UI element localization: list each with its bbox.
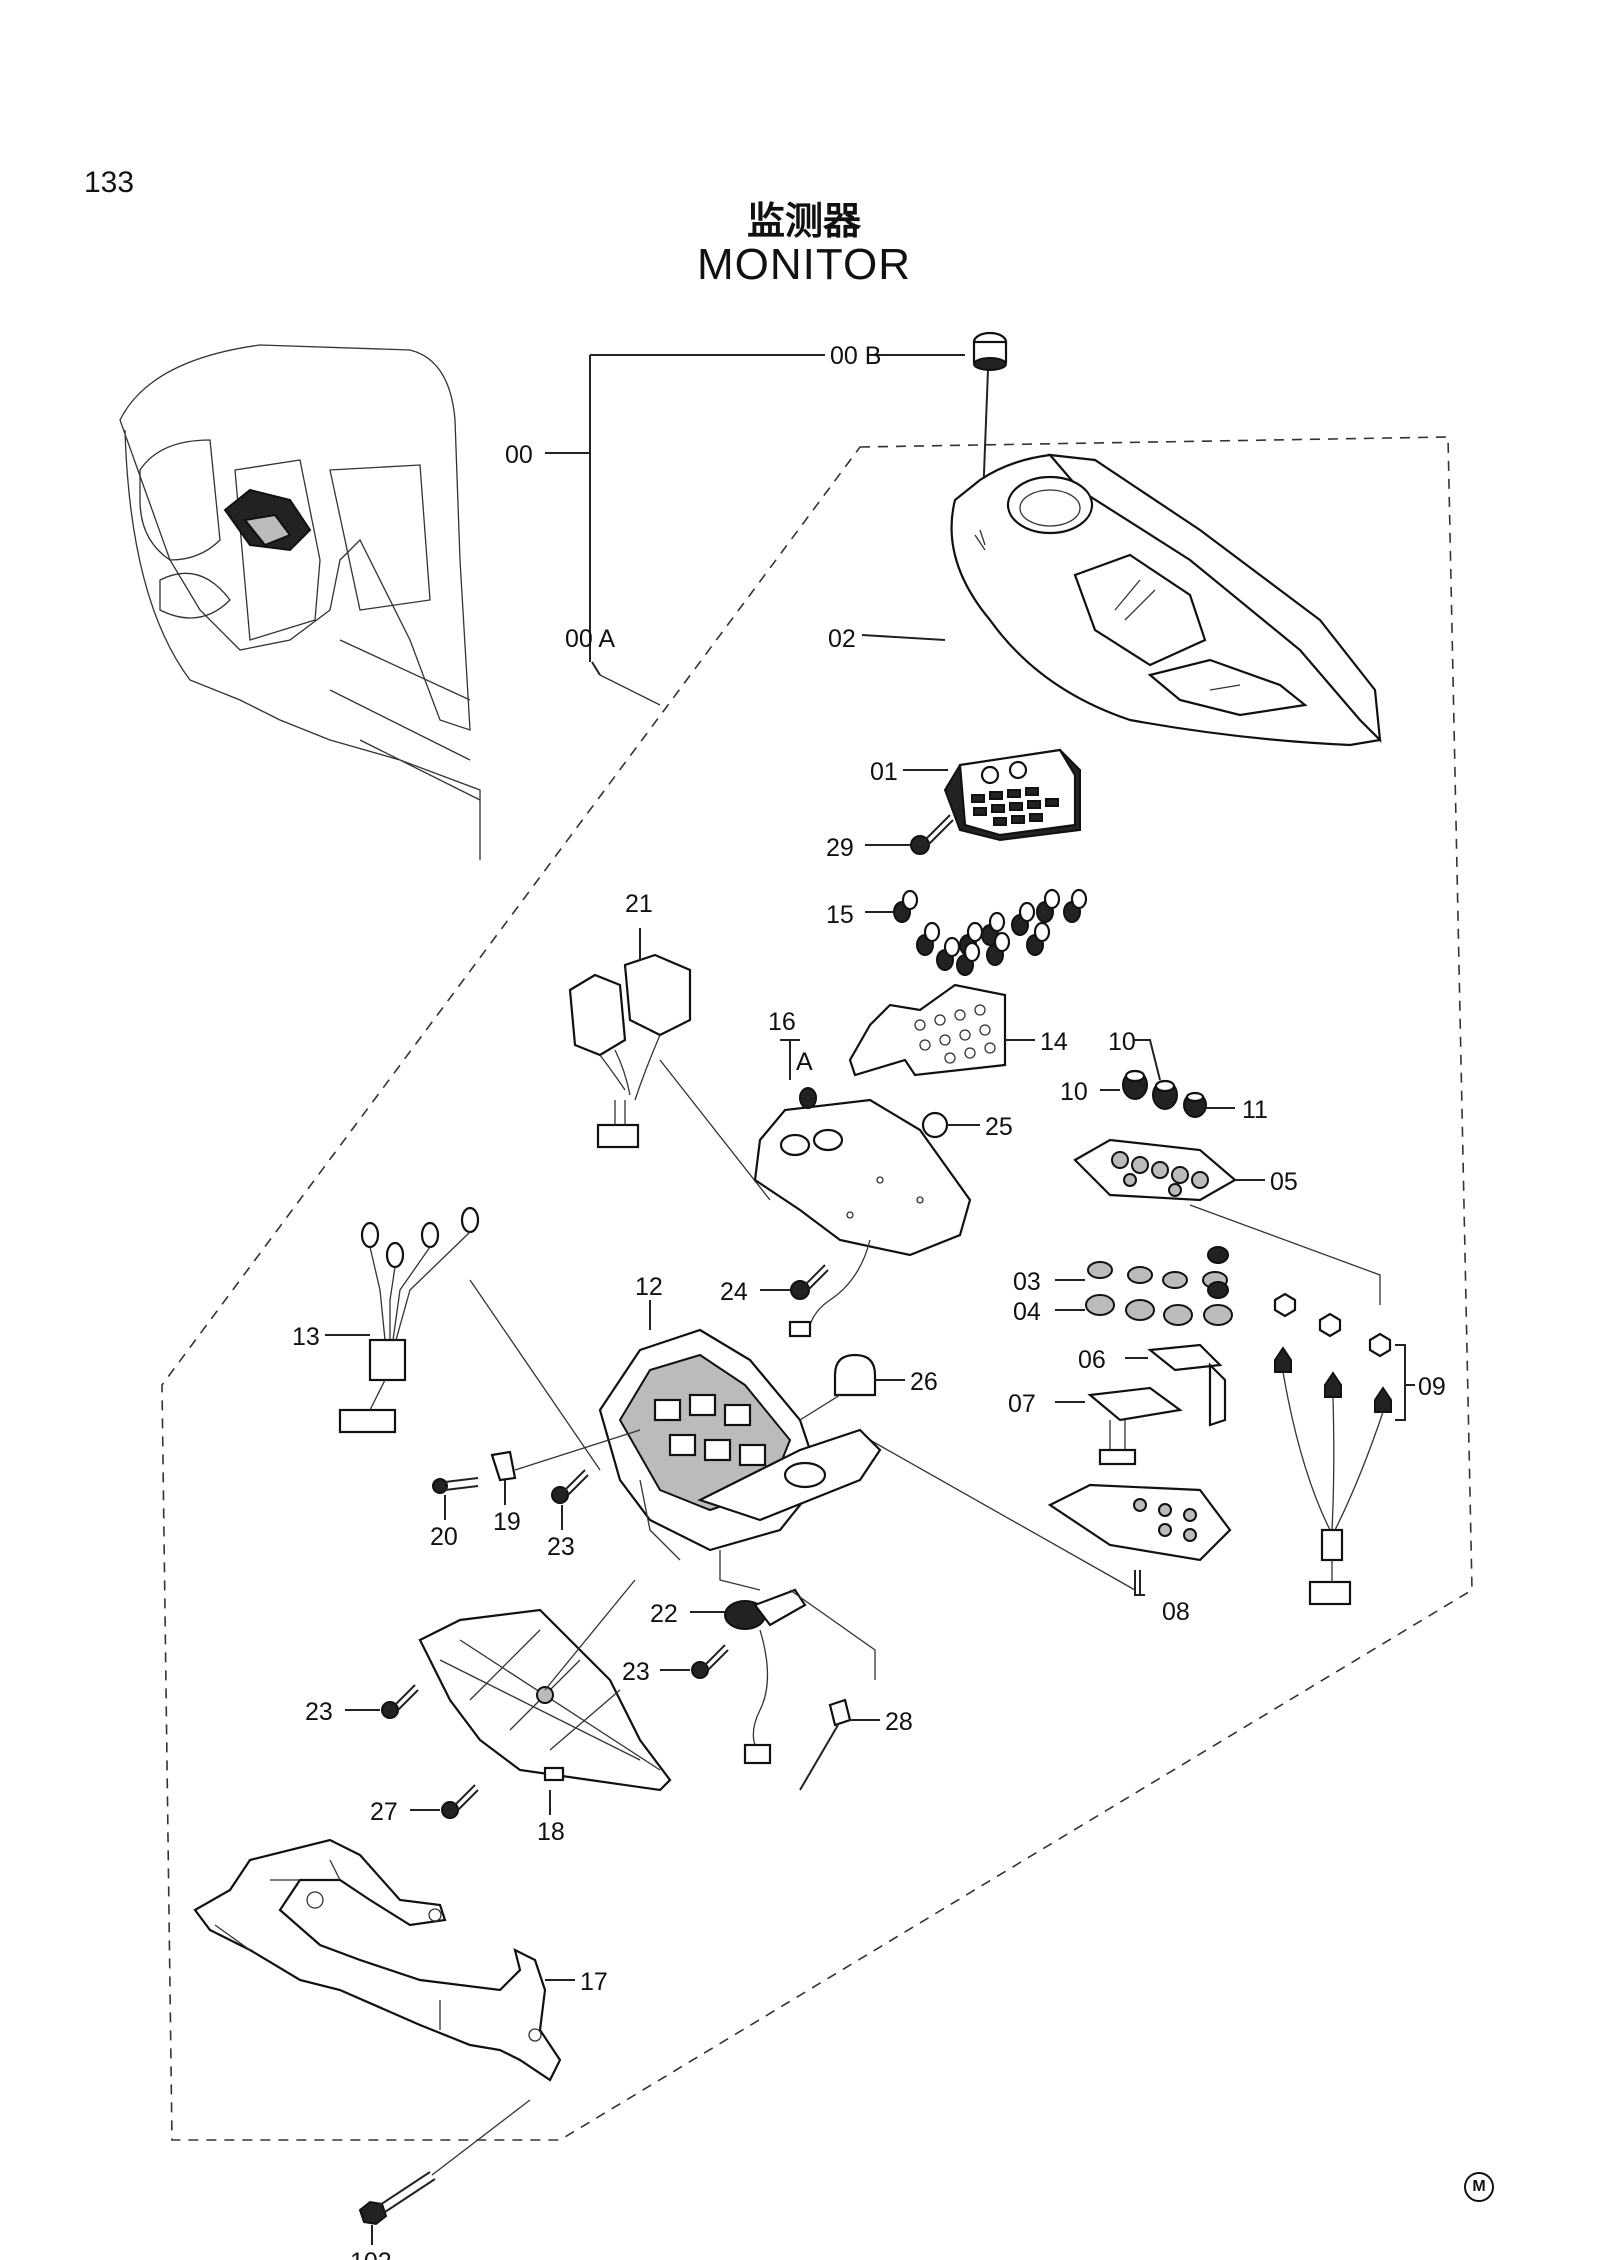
callout-102: 102	[350, 2248, 392, 2260]
callout-26: 26	[910, 1368, 938, 1396]
callout-21: 21	[625, 890, 653, 918]
manufacturer-mark: M	[1464, 2172, 1494, 2202]
callout-07: 07	[1008, 1390, 1036, 1418]
title-chinese: 监测器	[746, 199, 861, 243]
callout-09: 09	[1418, 1373, 1446, 1401]
callout-29: 29	[826, 834, 854, 862]
cab-illustration	[119, 344, 481, 860]
callout-23b: 23	[622, 1658, 650, 1686]
part-buzzer	[724, 1588, 807, 1765]
callout-16: 16	[768, 1008, 796, 1036]
callout-05: 05	[1270, 1168, 1298, 1196]
part-switch-board	[1073, 1138, 1237, 1202]
callout-00b: 00 B	[830, 342, 881, 370]
callout-27: 27	[370, 1798, 398, 1826]
callout-03: 03	[1013, 1268, 1041, 1296]
callout-00a: 00 A	[565, 625, 615, 653]
part-mounting-bracket	[193, 1838, 562, 2082]
callout-14: 14	[1040, 1028, 1068, 1056]
callout-19: 19	[493, 1508, 521, 1536]
part-screw-29	[910, 814, 954, 855]
callout-22: 22	[650, 1600, 678, 1628]
callout-17: 17	[580, 1968, 608, 1996]
callout-28: 28	[885, 1708, 913, 1736]
part-bracket-plate	[753, 1098, 972, 1338]
callout-10a: 10	[1108, 1028, 1136, 1056]
part-cover	[418, 1608, 672, 1792]
callout-12: 12	[635, 1273, 663, 1301]
page-number: 133	[84, 166, 135, 199]
callout-20: 20	[430, 1523, 458, 1551]
callout-11: 11	[1242, 1096, 1268, 1124]
callout-18: 18	[537, 1818, 565, 1846]
part-sensor-harness	[1274, 1346, 1392, 1606]
part-monitor-housing	[950, 453, 1382, 747]
callout-00: 00	[505, 441, 533, 469]
callout-15: 15	[826, 901, 854, 929]
callout-02: 02	[828, 625, 856, 653]
callout-23a: 23	[547, 1533, 575, 1561]
part-lamp-harness	[338, 1206, 480, 1434]
callout-24: 24	[720, 1278, 748, 1306]
callout-04: 04	[1013, 1298, 1041, 1326]
part-circuit-sheet	[848, 983, 1007, 1077]
part-connector-harness	[568, 953, 692, 1149]
callout-01: 01	[870, 758, 898, 786]
part-cap	[972, 331, 1008, 526]
callout-23c: 23	[305, 1698, 333, 1726]
part-switch-panel	[943, 748, 1081, 842]
callout-08: 08	[1162, 1598, 1190, 1626]
callout-13: 13	[292, 1323, 320, 1351]
part-nuts	[1085, 1246, 1392, 1358]
part-knobs	[1122, 1069, 1207, 1118]
callout-16a: A	[796, 1048, 813, 1076]
callout-25: 25	[985, 1113, 1013, 1141]
title-english: MONITOR	[697, 240, 911, 289]
callout-06: 06	[1078, 1346, 1106, 1374]
part-bulbs	[893, 888, 1088, 976]
callout-10b: 10	[1060, 1078, 1088, 1106]
callout-labels: 00 B 00 00 A 02 01 29 15 21 16 A 14 10 1…	[292, 342, 1446, 2260]
part-monitor-body	[598, 1328, 882, 1591]
